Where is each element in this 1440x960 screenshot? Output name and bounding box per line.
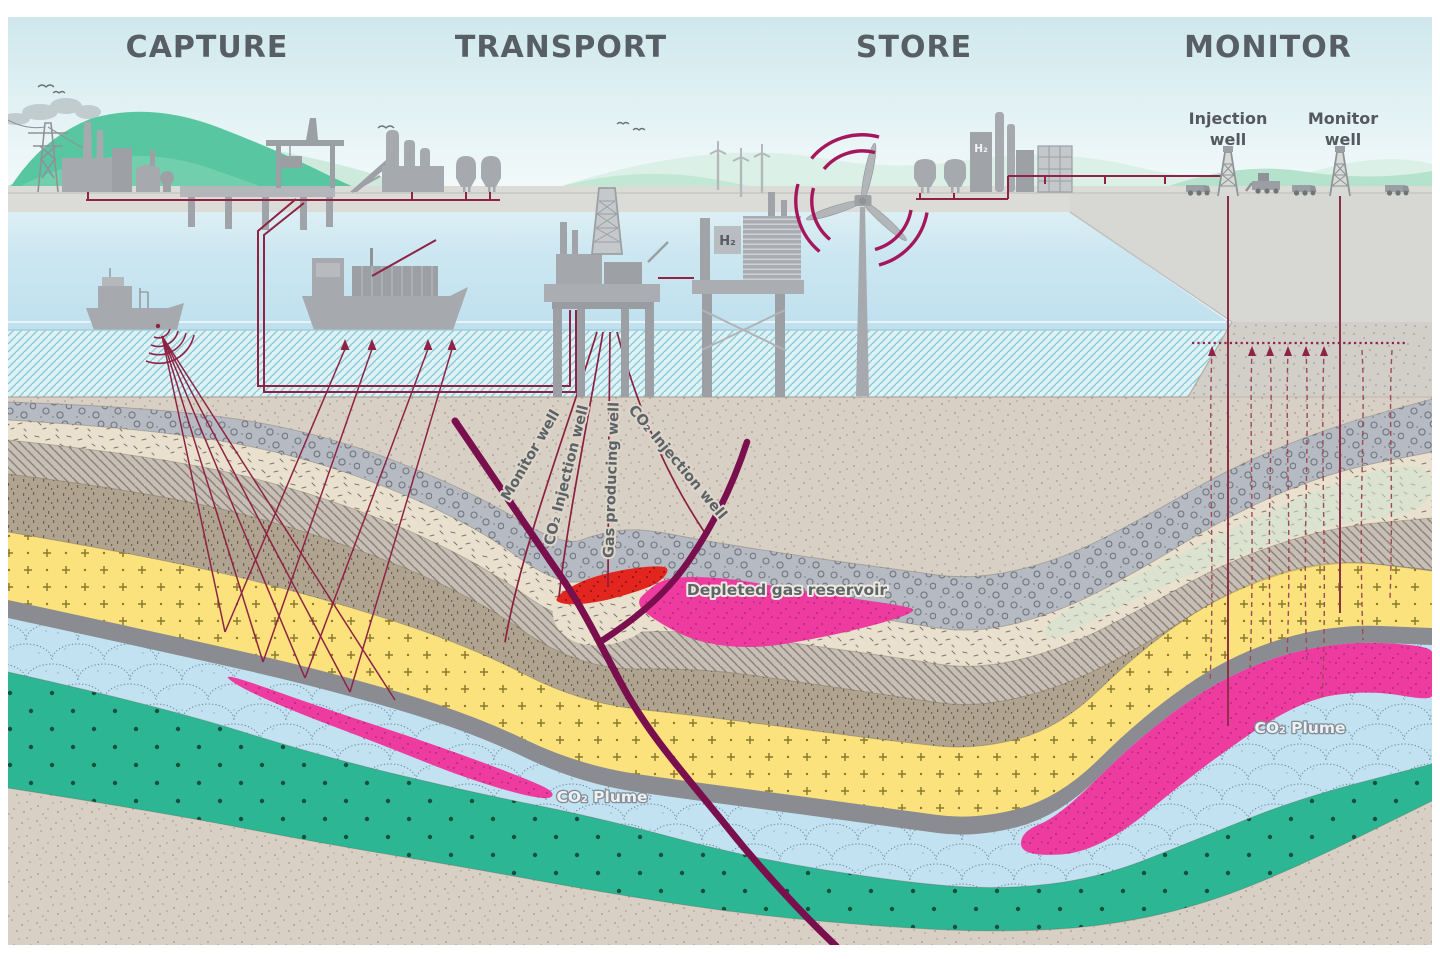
monitor-well-label-line2: well xyxy=(1325,130,1362,149)
co2-carrier-ship xyxy=(302,239,468,330)
subsea-shore-edge xyxy=(1187,321,1233,398)
h2-plant: H₂ xyxy=(914,112,1073,193)
wind-turbine xyxy=(794,133,929,396)
drilling-platform xyxy=(544,187,669,397)
section-title-transport: TRANSPORT xyxy=(455,30,667,65)
ship-boom xyxy=(371,239,437,277)
sea-cross-section xyxy=(8,330,1232,397)
monitor-arrowheads xyxy=(1208,346,1328,356)
co2-plume-left-label: CO₂ Plume xyxy=(556,788,647,806)
injection-well-label-line2: well xyxy=(1210,130,1247,149)
truck-icon xyxy=(1292,185,1317,196)
deep-well-lines xyxy=(1227,196,1341,726)
beach-subsurface xyxy=(1188,322,1432,397)
shore-edge xyxy=(1069,211,1233,323)
co2-plume-right-label: CO₂ Plume xyxy=(1254,719,1345,737)
co2-subsea-pipeline xyxy=(257,198,577,393)
depleted-gas-reservoir-label: Depleted gas reservoir xyxy=(687,581,887,599)
power-plant xyxy=(62,122,174,192)
refinery xyxy=(350,130,444,193)
fault-lines xyxy=(451,417,840,945)
section-title-store: STORE xyxy=(856,30,972,65)
monitor-well-label-line1: Monitor xyxy=(1308,109,1378,128)
h2-plant-label: H₂ xyxy=(974,143,988,155)
capture-pipeline xyxy=(86,192,500,201)
monitor-sensor-lines xyxy=(1209,349,1393,701)
seismic-rays xyxy=(161,335,453,701)
section-title-monitor: MONITOR xyxy=(1184,30,1352,65)
seismic-arrowheads xyxy=(340,339,457,350)
h2-platform: H₂ xyxy=(692,192,804,397)
truck-icon xyxy=(1186,185,1211,196)
truck-icon xyxy=(1385,185,1410,196)
geological-layers xyxy=(8,398,1432,945)
port-pier xyxy=(180,186,335,230)
transmission-tower xyxy=(8,119,91,193)
injection-well-label-line1: Injection xyxy=(1189,109,1268,128)
bulldozer-icon xyxy=(1245,173,1280,194)
seismic-vessel xyxy=(86,268,184,330)
smoke xyxy=(8,98,101,125)
coastal-land xyxy=(1070,193,1432,322)
port-crane xyxy=(266,118,344,188)
rotation-arcs-icon xyxy=(794,133,929,267)
h2-platform-label: H₂ xyxy=(719,234,736,249)
storage-hoppers xyxy=(456,156,501,192)
section-title-capture: CAPTURE xyxy=(126,30,289,65)
